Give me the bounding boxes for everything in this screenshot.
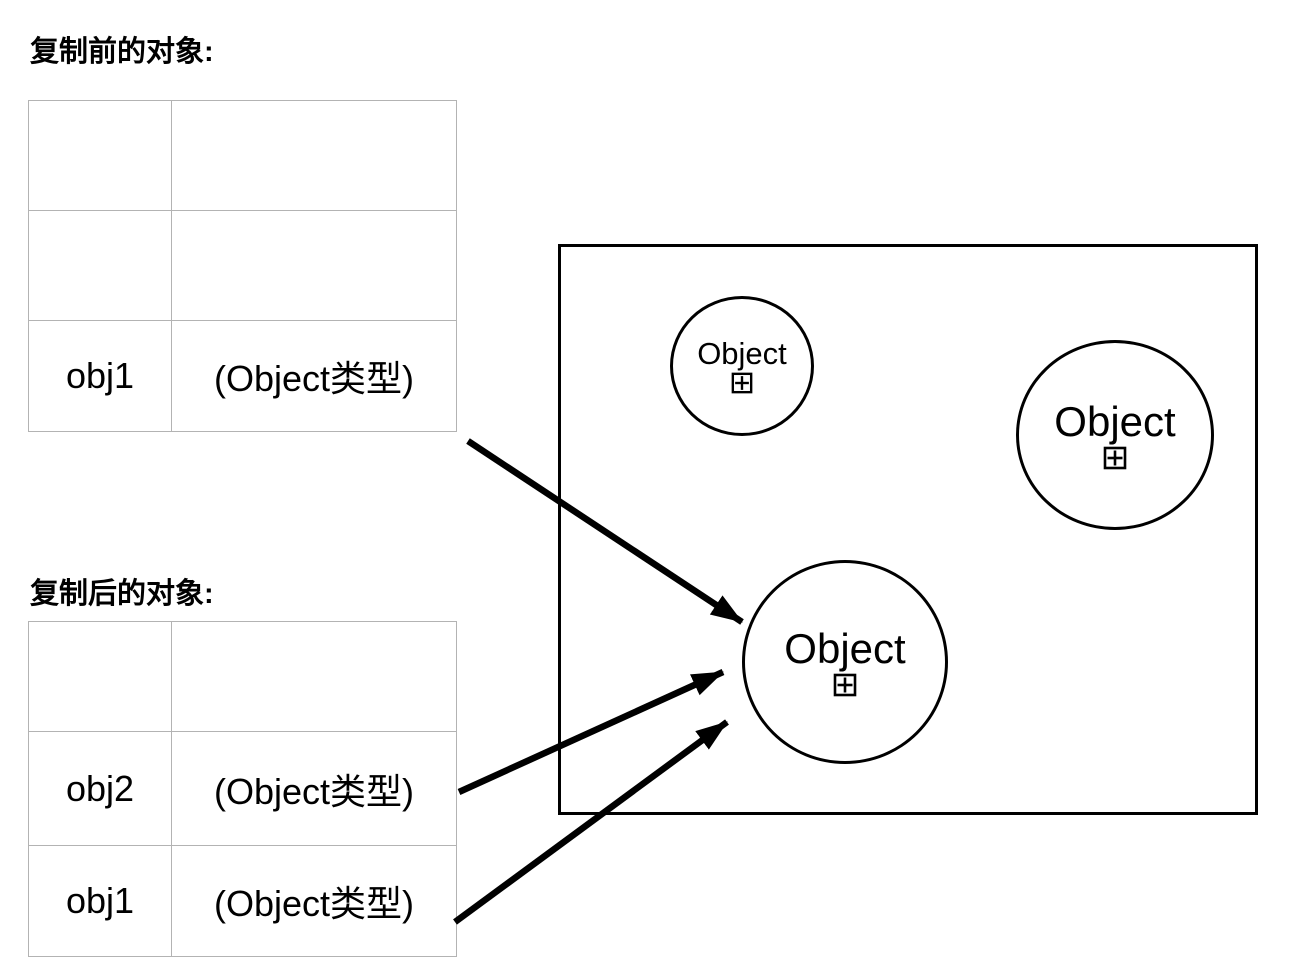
after-copy-table: obj2 (Object类型) obj1 (Object类型) — [28, 621, 457, 957]
table-cell-obj2-name: obj2 — [29, 732, 172, 846]
table-cell-obj1-name: obj1 — [29, 321, 172, 431]
plus-box-icon — [833, 673, 857, 697]
before-copy-label: 复制前的对象: — [30, 36, 214, 68]
table-cell — [172, 622, 456, 732]
heap-object-small: Object — [670, 296, 814, 436]
table-cell — [29, 622, 172, 732]
plus-box-icon — [1103, 446, 1127, 470]
before-copy-table: obj1 (Object类型) — [28, 100, 457, 432]
table-cell — [172, 211, 456, 321]
table-cell-obj2-type: (Object类型) — [172, 732, 456, 846]
plus-box-icon — [731, 372, 753, 394]
after-copy-label: 复制后的对象: — [30, 578, 214, 610]
object-label: Object — [697, 335, 787, 371]
table-cell-obj1-type: (Object类型) — [213, 883, 415, 924]
table-cell-obj1-type: (Object类型) — [213, 358, 415, 399]
table-cell — [29, 101, 172, 211]
table-cell — [29, 211, 172, 321]
heap-object-shared: Object — [742, 560, 948, 764]
heap-object-right: Object — [1016, 340, 1214, 530]
object-label: Object — [784, 624, 906, 672]
table-cell — [172, 101, 456, 211]
table-cell-obj1-name: obj1 — [29, 846, 172, 956]
object-label: Object — [1054, 397, 1176, 445]
